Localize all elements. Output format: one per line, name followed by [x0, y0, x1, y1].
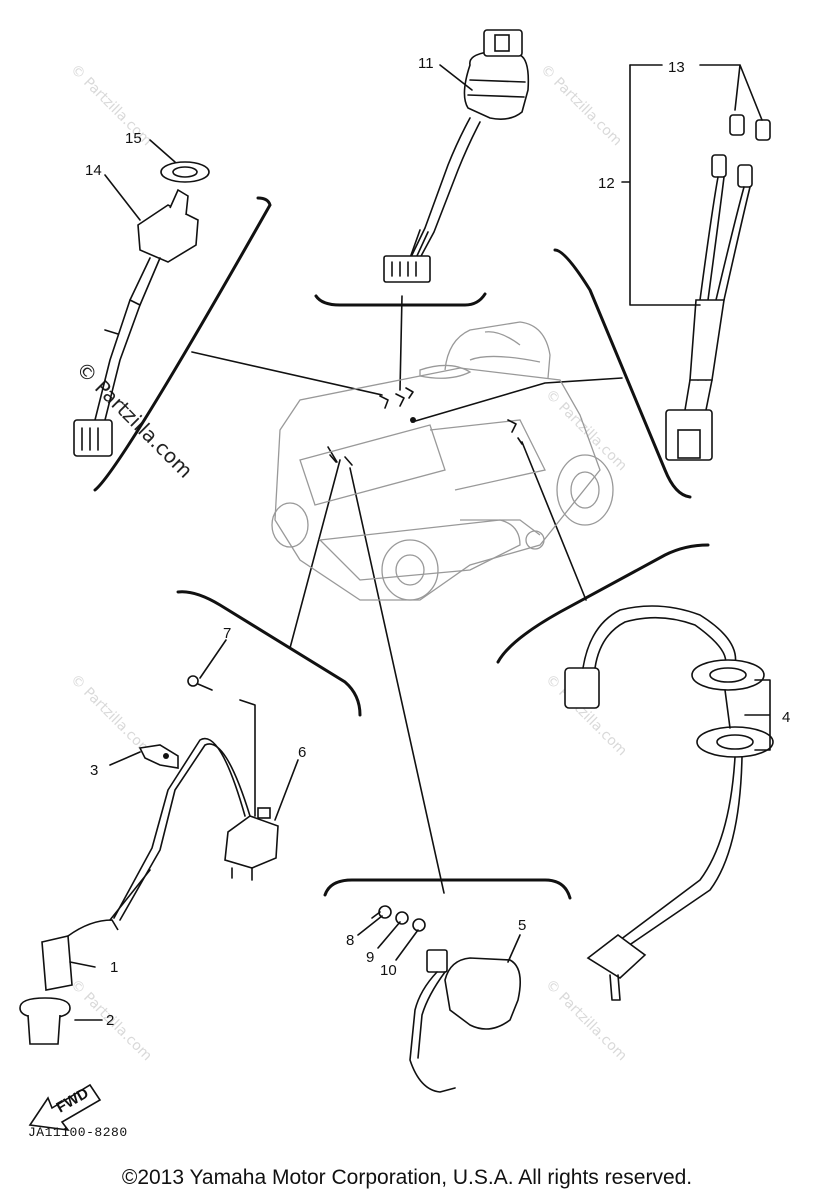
watermark-text: © Partzilla.com: [542, 977, 630, 1065]
callout-15: 15: [125, 130, 142, 147]
mower-illustration: [271, 321, 614, 601]
callout-11: 11: [418, 55, 434, 72]
part-6-ignition-coil: [113, 675, 279, 921]
part-3-clamp: [138, 744, 179, 769]
callout-10: 10: [380, 962, 397, 979]
callout-14: 14: [85, 162, 102, 179]
diagram-code: JA11100-8280: [28, 1125, 128, 1140]
callout-1: 1: [110, 959, 118, 976]
part-5-relay: [371, 905, 521, 1093]
callout-leaders: [69, 64, 771, 1021]
watermark-text: © Partzilla.com: [537, 62, 625, 150]
callout-2: 2: [106, 1012, 114, 1029]
fwd-arrow: FWD: [28, 1083, 102, 1132]
callout-7: 7: [223, 625, 231, 642]
callout-3: 3: [90, 762, 98, 779]
callout-8: 8: [346, 932, 354, 949]
leader-lines: [191, 295, 623, 894]
part-14-toggle-switch: [73, 161, 210, 457]
part-2-cap-boot: [19, 997, 71, 1045]
watermark-text: © Partzilla.com: [67, 672, 155, 760]
callout-9: 9: [366, 949, 374, 966]
watermarks: © Partzilla.com © Partzilla.com © Partzi…: [67, 62, 630, 1065]
callout-6: 6: [298, 744, 306, 761]
callout-12: 12: [598, 175, 615, 192]
callout-13: 13: [668, 59, 685, 76]
callout-5: 5: [518, 917, 526, 934]
part-1-plug-cap: [41, 869, 151, 991]
connection-markers: [329, 387, 523, 466]
copyright-notice: ©2013 Yamaha Motor Corporation, U.S.A. A…: [121, 1166, 693, 1189]
callout-4: 4: [782, 709, 790, 726]
watermark-text: © Partzilla.com: [67, 62, 155, 150]
part-4-harness-grommets: [564, 605, 774, 1001]
part-12-light-harness: [665, 114, 771, 461]
part-11-key-switch: [383, 29, 530, 283]
callout-labels: 1 2 3 4 5 6 7 8 9 10 11 12 13 14 15: [85, 55, 790, 1029]
